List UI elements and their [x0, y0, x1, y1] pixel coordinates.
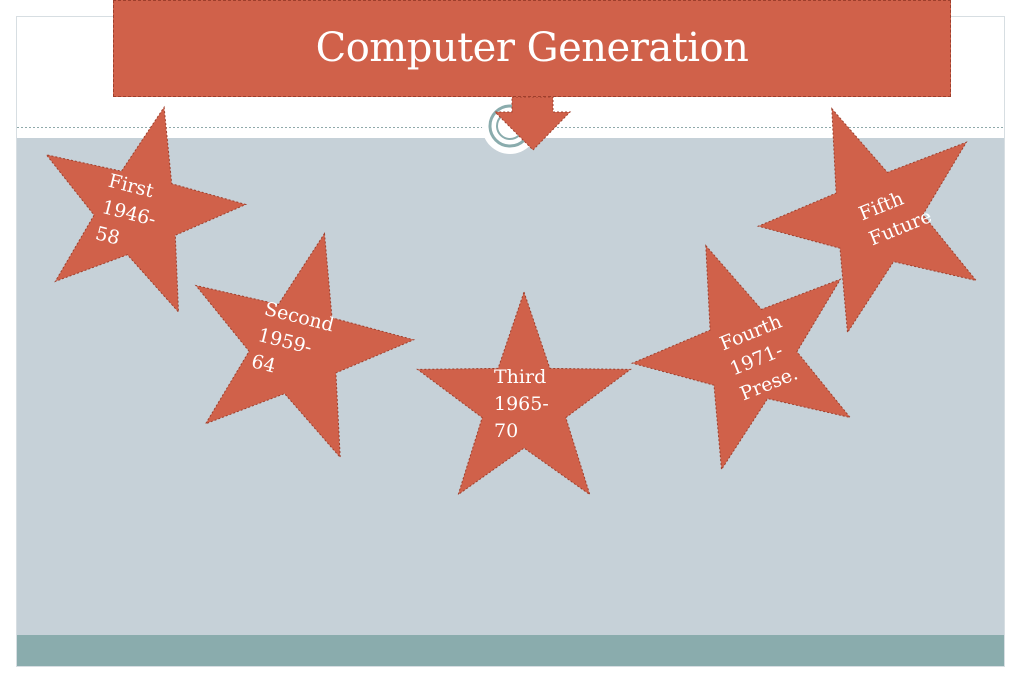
- star-label-line: 70: [494, 420, 519, 442]
- star-label-line: Third: [494, 366, 547, 388]
- title-banner: [113, 0, 951, 97]
- star-4: [630, 244, 852, 471]
- star-5: [756, 107, 978, 334]
- page-title: Computer Generation: [315, 25, 749, 71]
- star-3: [416, 290, 632, 496]
- star-label-line: 1965-: [494, 393, 549, 415]
- down-arrow-icon: [493, 96, 572, 151]
- footer-bar: [17, 635, 1004, 666]
- stars-group: [45, 105, 978, 496]
- star-label-3: Third 1965- 70: [494, 364, 549, 445]
- star-1: [45, 105, 248, 314]
- star-2: [194, 232, 416, 459]
